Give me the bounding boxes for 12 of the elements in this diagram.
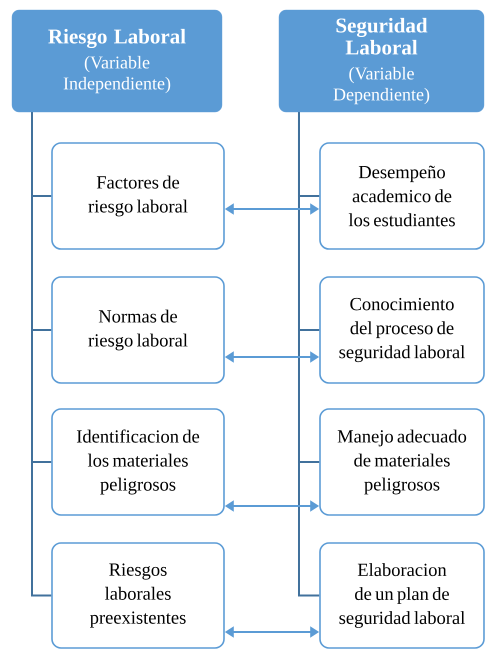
concept-box: Desempeño academico de los estudiantes [319,142,485,250]
connector-line [31,112,52,596]
connector-line [298,112,320,596]
concept-box: Manejo adecuado de materiales peligrosos [319,408,485,516]
concept-box: Riesgos laborales preexistentes [51,542,225,649]
header-box: Riesgo Laboral (Variable Independiente) [12,10,222,112]
concept-box: Elaboracion de un plan de seguridad laboral [319,542,485,649]
concept-box: Identificacion de los materiales peligrosos [51,408,225,516]
concept-box: Normas de riesgo laboral [51,276,225,384]
header-box: Seguridad Laboral (Variable Dependiente) [278,10,484,112]
concept-box: Factores de riesgo laboral [51,142,225,250]
concept-box: Conocimiento del proceso de seguridad laboral [319,276,485,384]
